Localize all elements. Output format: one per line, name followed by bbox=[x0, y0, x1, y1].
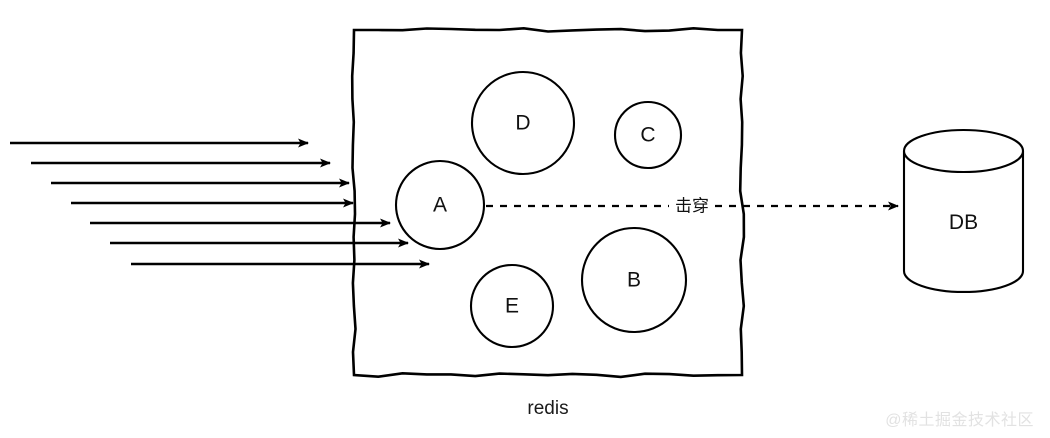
cache-node-c bbox=[613, 100, 683, 170]
cache-node-d bbox=[470, 70, 576, 176]
cache-node-label-b: B bbox=[627, 269, 641, 292]
watermark: @稀土掘金技术社区 bbox=[885, 412, 1034, 429]
breakdown-edge-group: 击穿 bbox=[486, 194, 899, 218]
cache-nodes-group: A B C D E bbox=[394, 70, 688, 349]
cache-node-b bbox=[580, 226, 688, 334]
breakdown-label-backdrop bbox=[669, 194, 715, 218]
cache-node-a bbox=[394, 159, 486, 251]
cache-node-label-d: D bbox=[515, 112, 530, 135]
cache-node-label-e: E bbox=[505, 295, 519, 318]
database-cylinder-body bbox=[902, 151, 1025, 294]
database-group: DB bbox=[902, 128, 1025, 294]
database-cylinder-top bbox=[902, 128, 1025, 174]
database-label: DB bbox=[949, 211, 978, 234]
breakdown-edge-label: 击穿 bbox=[675, 196, 709, 215]
cache-node-label-c: C bbox=[640, 124, 655, 147]
redis-caption: redis bbox=[527, 398, 568, 419]
cache-node-label-a: A bbox=[433, 194, 447, 217]
cache-node-e bbox=[469, 263, 555, 349]
request-arrows-group bbox=[10, 138, 430, 269]
